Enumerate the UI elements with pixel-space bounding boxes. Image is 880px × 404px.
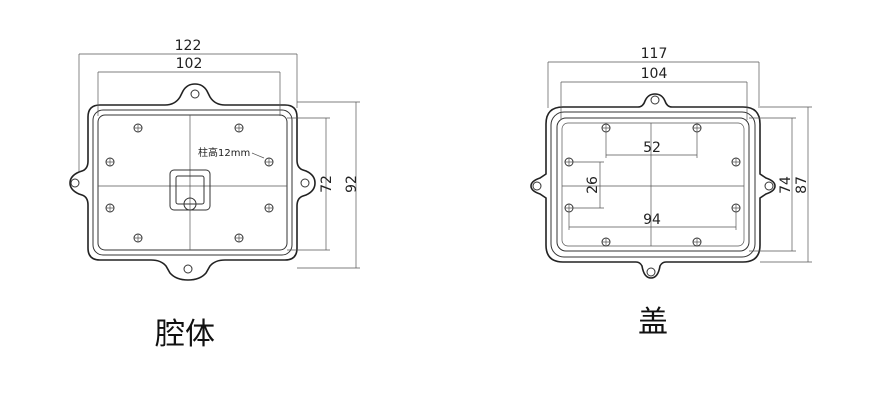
lid-ear-hole-top — [650, 95, 660, 105]
body-inner-wall-2 — [97, 114, 288, 251]
body-dim-outer-height: 92 — [297, 101, 360, 269]
lid-screw-hole — [731, 157, 741, 167]
body-inner-wall-1 — [92, 109, 293, 256]
lid-ear-hole-bottom — [646, 267, 656, 277]
body-screw-post — [234, 233, 244, 243]
body-screw-post — [133, 123, 143, 133]
svg-text:72: 72 — [319, 175, 335, 193]
lid-screw-hole — [601, 237, 611, 247]
svg-text:94: 94 — [643, 212, 661, 228]
body-center-hole — [183, 197, 197, 211]
body-outer-outline — [69, 83, 316, 281]
lid-dim-inner-height: 74 — [749, 117, 796, 252]
body-screw-post — [264, 157, 274, 167]
lid-outer-outline — [530, 93, 776, 279]
body-ear-hole-top — [190, 89, 200, 99]
body-dim-inner-height: 72 — [287, 117, 335, 251]
body-screw-post — [133, 233, 143, 243]
body-screw-post — [105, 157, 115, 167]
body-dim-inner-width: 102 — [97, 56, 281, 116]
lid-dim-outer-width: 117 — [547, 46, 760, 108]
svg-text:87: 87 — [794, 176, 810, 194]
lid-screw-hole — [731, 203, 741, 213]
body-center-gland-inner — [175, 175, 205, 205]
lid-screw-hole — [601, 123, 611, 133]
body-screw-post — [234, 123, 244, 133]
lid-dim-outer-height: 87 — [760, 106, 812, 263]
lid-screw-hole — [564, 157, 574, 167]
lid-screw-hole — [692, 123, 702, 133]
lid-caption: 盖 — [638, 305, 668, 340]
lid-dim-hole-span-long: 94 — [568, 212, 737, 230]
body-ear-hole-right — [300, 178, 310, 188]
lid-view: 52 26 94 117 104 — [530, 46, 812, 340]
svg-text:104: 104 — [641, 66, 668, 82]
lid-screw-hole — [692, 237, 702, 247]
body-view: 柱高12mm 122 102 72 92 — [69, 38, 360, 352]
svg-text:102: 102 — [176, 56, 203, 72]
lid-inner-wall-3 — [561, 122, 745, 247]
svg-text:92: 92 — [344, 175, 360, 193]
lid-dim-hole-span-short: 52 — [605, 132, 698, 158]
lid-ear-hole-right — [764, 181, 774, 191]
svg-text:74: 74 — [778, 176, 794, 194]
body-ear-hole-bottom — [183, 264, 193, 274]
lid-dim-inner-width: 104 — [560, 66, 748, 120]
body-caption: 腔体 — [155, 317, 215, 352]
lid-inner-wall-1 — [550, 111, 756, 258]
svg-text:122: 122 — [175, 38, 202, 54]
body-dim-outer-width: 122 — [78, 38, 298, 172]
body-screw-post — [105, 203, 115, 213]
body-post-note-leader — [251, 152, 265, 159]
body-post-note: 柱高12mm — [198, 146, 250, 159]
body-screw-post — [264, 203, 274, 213]
lid-inner-wall-2 — [556, 117, 750, 252]
lid-dim-hole-span-vertical: 26 — [573, 161, 604, 209]
svg-text:26: 26 — [585, 176, 601, 194]
lid-ear-hole-left — [532, 181, 542, 191]
body-ear-hole-left — [70, 178, 80, 188]
lid-screw-hole — [564, 203, 574, 213]
svg-text:52: 52 — [643, 140, 661, 156]
svg-text:117: 117 — [641, 46, 668, 62]
